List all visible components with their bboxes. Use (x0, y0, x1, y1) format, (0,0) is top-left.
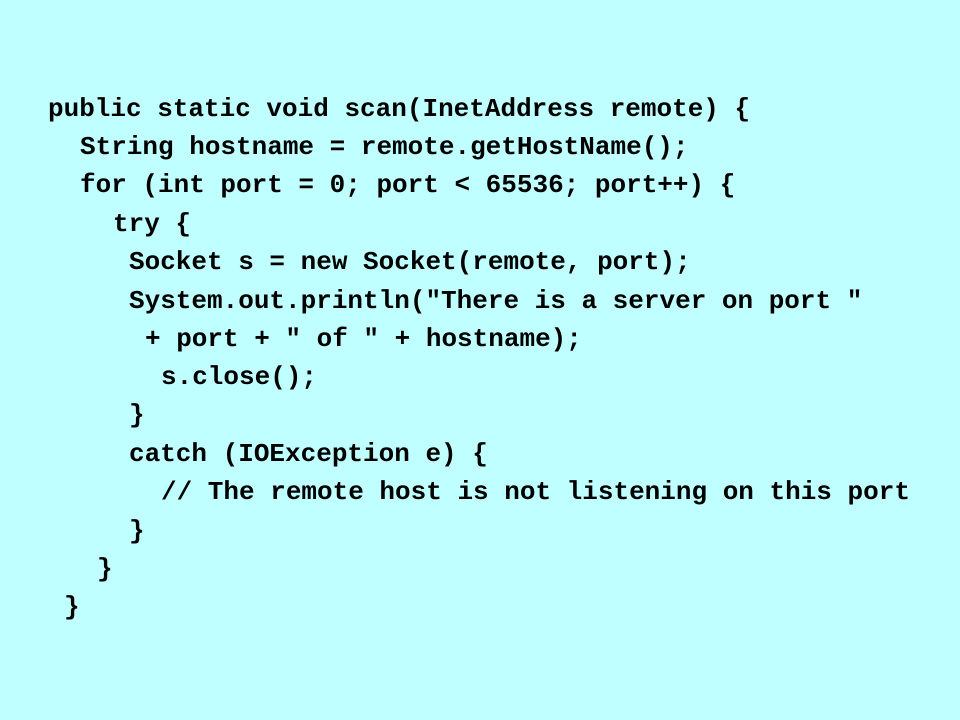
code-line-println: System.out.println("There is a server on… (129, 286, 863, 316)
code-line-method-signature: public static void scan(InetAddress remo… (48, 94, 751, 124)
code-line-socket-creation: Socket s = new Socket(remote, port); (129, 247, 691, 277)
code-line-println-continuation: + port + " of " + hostname); (145, 324, 582, 354)
code-line-comment: // The remote host is not listening on t… (161, 477, 910, 507)
code-line-for-loop: for (int port = 0; port < 65536; port++)… (80, 170, 736, 200)
code-line-try-close-brace: } (129, 400, 145, 430)
code-line-for-close-brace: } (97, 554, 113, 584)
code-line-catch: catch (IOException e) { (129, 439, 488, 469)
code-line-socket-close: s.close(); (161, 362, 318, 392)
code-line-hostname-assignment: String hostname = remote.getHostName(); (80, 132, 689, 162)
code-line-catch-close-brace: } (129, 516, 145, 546)
code-line-try: try { (113, 209, 192, 239)
code-line-method-close-brace: } (64, 592, 80, 622)
